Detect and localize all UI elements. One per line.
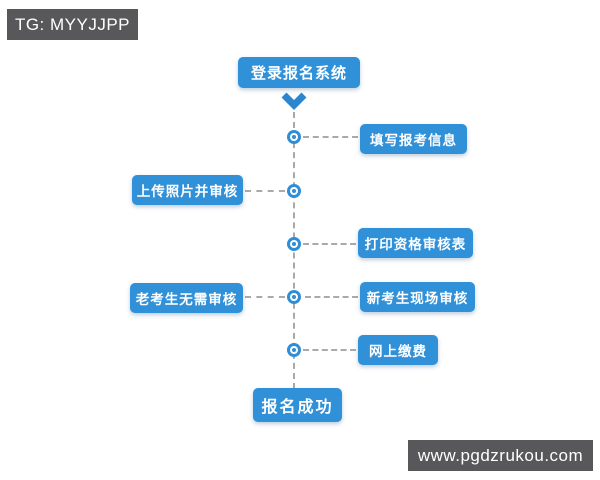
connector-node4-right <box>305 296 358 298</box>
flow-node-icon <box>287 130 301 144</box>
flow-node-ring <box>290 187 298 195</box>
watermark-url-badge: www.pgdzrukou.com <box>408 440 593 471</box>
flow-node-core <box>292 348 296 352</box>
flow-node-ring <box>290 293 298 301</box>
flow-node-core <box>292 242 296 246</box>
watermark-tg-badge: TG: MYYJJPP <box>7 9 138 40</box>
flow-node-core <box>292 189 296 193</box>
step-box-old-candidates-no-review: 老考生无需审核 <box>130 283 243 313</box>
step-box-print-qualification-form: 打印资格审核表 <box>358 228 473 258</box>
step-label: 上传照片并审核 <box>136 184 239 199</box>
flow-node-icon <box>287 343 301 357</box>
connector-left-node2 <box>245 190 285 192</box>
step-label: 新考生现场审核 <box>366 291 469 306</box>
flow-node-ring <box>290 133 298 141</box>
flow-node-icon <box>287 290 301 304</box>
connector-node3-right <box>303 243 356 245</box>
flow-start-label: 登录报名系统 <box>250 65 347 82</box>
step-label: 填写报考信息 <box>370 133 457 148</box>
flow-node-ring <box>290 346 298 354</box>
flow-end-box: 报名成功 <box>253 388 342 422</box>
flow-start-box: 登录报名系统 <box>238 57 360 88</box>
step-box-fill-registration-info: 填写报考信息 <box>360 124 467 154</box>
step-label: 网上缴费 <box>369 344 427 359</box>
flow-node-ring <box>290 240 298 248</box>
step-box-upload-photo-review: 上传照片并审核 <box>132 175 243 205</box>
step-box-new-candidates-onsite-review: 新考生现场审核 <box>360 282 475 312</box>
flow-end-label: 报名成功 <box>261 399 334 416</box>
flow-node-icon <box>287 237 301 251</box>
connector-node5-right <box>303 349 356 351</box>
flow-node-core <box>292 295 296 299</box>
watermark-url-text: www.pgdzrukou.com <box>417 445 584 465</box>
chevron-down-icon <box>280 92 308 113</box>
flow-node-core <box>292 135 296 139</box>
connector-node1-right <box>303 136 358 138</box>
step-label: 老考生无需审核 <box>135 292 238 307</box>
step-label: 打印资格审核表 <box>364 237 467 252</box>
connector-left-node4 <box>245 296 285 298</box>
watermark-tg-text: TG: MYYJJPP <box>14 14 131 34</box>
flow-node-icon <box>287 184 301 198</box>
step-box-online-payment: 网上缴费 <box>358 335 438 365</box>
